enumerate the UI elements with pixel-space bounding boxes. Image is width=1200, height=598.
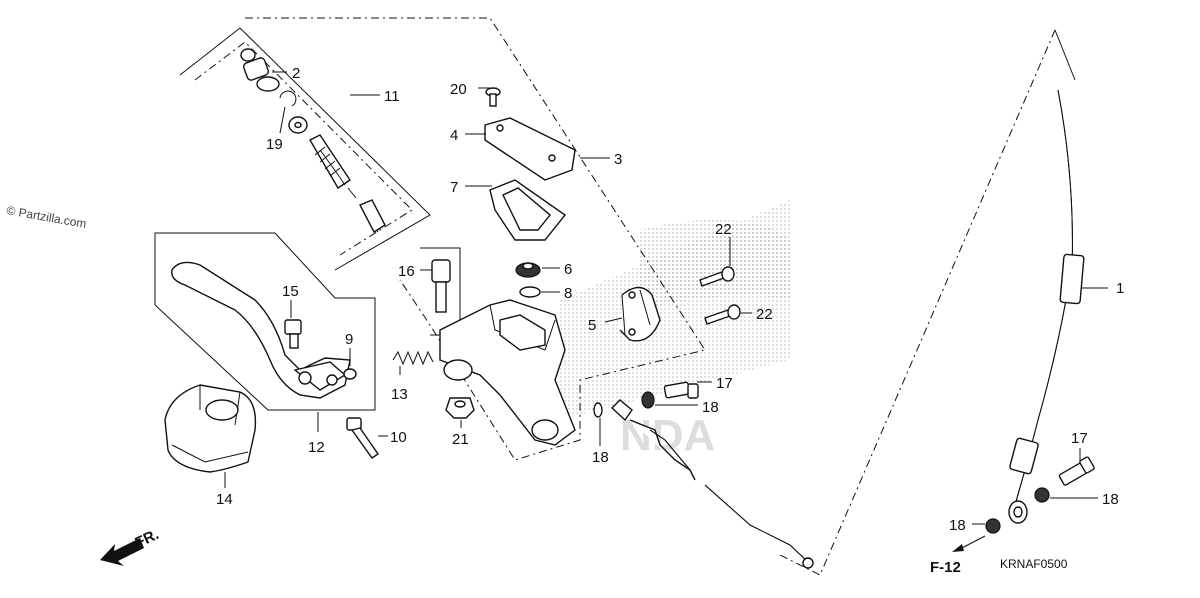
callout-11: 11 [384,88,400,105]
callout-3: 3 [614,151,622,168]
callout-13: 13 [391,386,408,403]
part-22-bolt-upper [699,266,735,287]
callout-19: 19 [266,136,283,153]
part-21-nut [445,397,475,419]
part-16-pivot-bolt [431,259,451,313]
part-9-clip [343,368,357,380]
callout-17-right: 17 [1071,430,1088,447]
part-7-diaphragm [489,179,567,241]
watermark: © Partzilla.com [5,203,87,231]
part-6-plug [515,262,541,278]
front-direction-arrow: FR. [100,526,162,566]
callout-2: 2 [292,65,300,82]
callout-17-middle: 17 [716,375,733,392]
dotted-logo-background: NDA [560,200,790,460]
master-cylinder-body [439,299,576,446]
callout-16: 16 [398,263,415,280]
lever-assembly-frame [154,232,376,411]
callout-1: 1 [1116,280,1124,297]
brake-lever [171,261,351,399]
piston-assembly [309,134,386,234]
leader-lines [224,71,1108,525]
front-indicator-label: FR. [133,526,162,552]
part-18-washer-middle [641,391,655,409]
callout-4: 4 [450,127,458,144]
diagram-code: KRNAF0500 [1000,557,1068,571]
hose-frame [779,29,1076,576]
part-8-clip [519,286,541,298]
part-17-banjo-bolt-right [1058,456,1095,486]
callout-21: 21 [452,431,469,448]
part-20-screw [485,87,501,107]
part-22-bolt-lower [704,304,741,325]
callout-20: 20 [450,81,467,98]
washer [288,116,308,134]
callout-18-right: 18 [1102,491,1119,508]
part-18-washer-left [593,402,603,418]
part-17-banjo-bolt-middle [663,381,699,399]
part-1-brake-hose [1008,89,1085,524]
callout-5: 5 [588,317,596,334]
piston-set-frame [179,27,431,271]
part-15-adjuster [284,319,302,349]
reference-label: F-12 [930,559,961,576]
callout-14: 14 [216,491,233,508]
callout-6: 6 [564,261,572,278]
part-14-lever-cover [164,384,257,473]
callout-12: 12 [308,439,325,456]
part-13-spring [392,350,434,366]
brake-hose-upper [610,399,814,569]
part-4-reservoir-cap [484,117,576,181]
part-18-washer-right-lower [985,518,1001,534]
callout-22-lower: 22 [756,306,773,323]
part-5-holder [619,286,661,342]
callout-7: 7 [450,179,458,196]
callout-22-upper: 22 [715,221,732,238]
part-2-piston-boot [240,48,280,92]
callout-15: 15 [282,283,299,300]
part-10-pivot [346,417,379,459]
callout-8: 8 [564,285,572,302]
callout-9: 9 [345,331,353,348]
reference-arrow [952,535,986,552]
part-19-circlip [279,90,297,107]
part-18-washer-right-upper [1034,487,1050,503]
callout-10: 10 [390,429,407,446]
callout-18-lower: 18 [949,517,966,534]
callout-18-left: 18 [592,449,609,466]
callout-numbers: 1 2 3 4 5 6 7 8 9 10 11 12 13 14 15 16 1… [216,65,1124,534]
callout-18-middle: 18 [702,399,719,416]
